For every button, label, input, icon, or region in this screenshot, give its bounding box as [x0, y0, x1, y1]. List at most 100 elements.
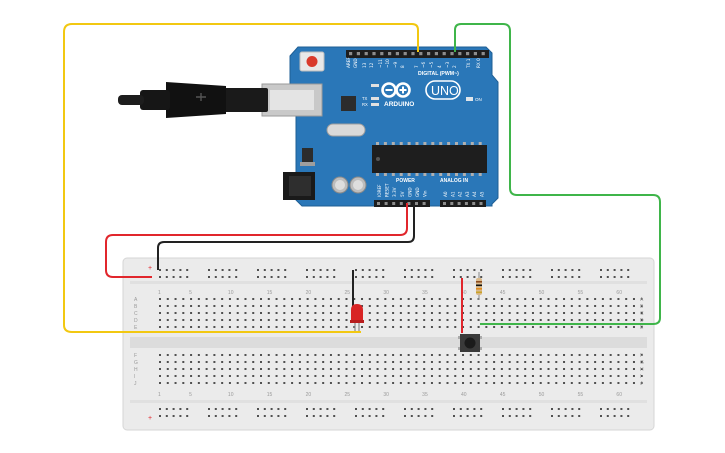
digital-pin-label: 7 — [414, 65, 419, 68]
digital-pin-label: ~3 — [445, 61, 450, 68]
column-number-bottom: 10 — [228, 392, 234, 398]
usb-cable-icon[interactable] — [118, 82, 323, 118]
row-letter-left: I — [134, 374, 135, 380]
power-pin-label: RESET — [385, 183, 390, 197]
column-number-bottom: 55 — [578, 392, 584, 398]
row-letter-left: D — [134, 318, 138, 324]
reset-button-icon[interactable] — [299, 51, 325, 72]
analog-header — [440, 200, 486, 207]
digital-pin-label: GND — [353, 58, 358, 68]
breadboard-column-numbers: 1155101015152020252530303535404045455050… — [158, 290, 622, 398]
on-led-icon — [466, 97, 473, 101]
wire-green[interactable] — [454, 23, 661, 325]
analog-pin-label: A1 — [450, 191, 455, 197]
usb-chip-icon — [341, 96, 356, 111]
digital-pin-label: ~5 — [429, 61, 434, 68]
power-jack-icon — [283, 172, 315, 200]
power-pin-label: Vin — [423, 190, 428, 197]
column-number-top: 40 — [461, 290, 467, 296]
row-letter-left: B — [134, 304, 138, 310]
wire-yellow[interactable] — [63, 23, 419, 333]
chip-icon — [372, 142, 487, 176]
pushbutton-icon[interactable] — [458, 334, 482, 352]
digital-pin-label: ~10 — [385, 59, 390, 68]
power-pin-label: GND — [407, 187, 412, 197]
column-number-bottom: 15 — [267, 392, 273, 398]
digital-pin-label: 2 — [452, 65, 457, 68]
digital-pin-label: ~9 — [393, 61, 398, 68]
arduino-logo-icon — [381, 82, 411, 98]
analog-pin-label: A0 — [443, 191, 448, 197]
on-label: ON — [475, 97, 482, 102]
breadboard[interactable]: 1155101015152020252530303535404045455050… — [122, 257, 655, 431]
digital-pin-label: 12 — [369, 62, 374, 68]
column-number-bottom: 5 — [189, 392, 192, 398]
resistor-icon[interactable] — [476, 272, 482, 300]
arduino-brand: ARDUINO — [384, 101, 414, 108]
column-number-top: 1 — [158, 290, 161, 296]
row-letter-left: G — [134, 360, 138, 366]
column-number-top: 45 — [500, 290, 506, 296]
power-pin-label: IOREF — [377, 184, 382, 197]
column-number-top: 20 — [306, 290, 312, 296]
digital-pin-label: AREF — [346, 57, 351, 68]
digital-label: DIGITAL (PWM~) — [418, 71, 459, 77]
column-number-top: 30 — [383, 290, 389, 296]
column-number-bottom: 35 — [422, 392, 428, 398]
model-badge — [425, 80, 461, 100]
column-number-top: 5 — [189, 290, 192, 296]
analog-label: ANALOG IN — [440, 178, 468, 184]
rx-led-icon — [371, 103, 379, 106]
column-number-bottom: 1 — [158, 392, 161, 398]
row-letter-right: I — [640, 374, 641, 380]
l-led-icon — [371, 84, 379, 87]
column-number-bottom: 30 — [383, 392, 389, 398]
row-letter-right: G — [640, 360, 644, 366]
row-letter-right: D — [640, 318, 644, 324]
rail-plus-top: + — [148, 265, 152, 272]
row-letter-left: C — [134, 311, 138, 317]
column-number-top: 35 — [422, 290, 428, 296]
column-number-top: 25 — [344, 290, 350, 296]
digital-pin-label: ~11 — [378, 59, 383, 68]
wire-black[interactable] — [157, 203, 415, 270]
column-number-top: 55 — [578, 290, 584, 296]
digital-pin-label: TX 1 — [466, 58, 471, 69]
analog-pin-label: A3 — [465, 191, 470, 197]
digital-pin-label: 13 — [362, 62, 367, 68]
row-letter-left: J — [134, 381, 137, 387]
row-letter-right: J — [640, 381, 643, 387]
breadboard-holes — [159, 269, 643, 417]
digital-pin-label: 8 — [400, 65, 405, 68]
column-number-bottom: 40 — [461, 392, 467, 398]
power-pin-label: 3.3V — [392, 187, 397, 197]
power-label: POWER — [396, 178, 415, 184]
digital-pin-label: 4 — [437, 65, 442, 68]
row-letter-left: A — [134, 297, 138, 303]
tx-led-icon — [371, 97, 379, 100]
row-letter-right: A — [640, 297, 644, 303]
crystal-icon — [326, 123, 366, 137]
row-letter-right: E — [640, 325, 644, 331]
column-number-top: 10 — [228, 290, 234, 296]
rail-plus-bottom: + — [148, 415, 152, 422]
bottom-pins — [377, 202, 483, 205]
column-number-bottom: 60 — [616, 392, 622, 398]
regulator-icon — [302, 148, 313, 162]
analog-pin-label: A2 — [458, 191, 463, 197]
wire-red[interactable] — [105, 203, 408, 278]
row-letter-left: E — [134, 325, 138, 331]
capacitor-icon — [331, 176, 367, 194]
rx-label: RX — [362, 102, 368, 107]
column-number-bottom: 25 — [344, 392, 350, 398]
column-number-bottom: 50 — [539, 392, 545, 398]
analog-pin-label: A5 — [480, 191, 485, 197]
digital-pin-label: RX 0 — [476, 58, 481, 68]
led-icon[interactable] — [350, 304, 364, 331]
